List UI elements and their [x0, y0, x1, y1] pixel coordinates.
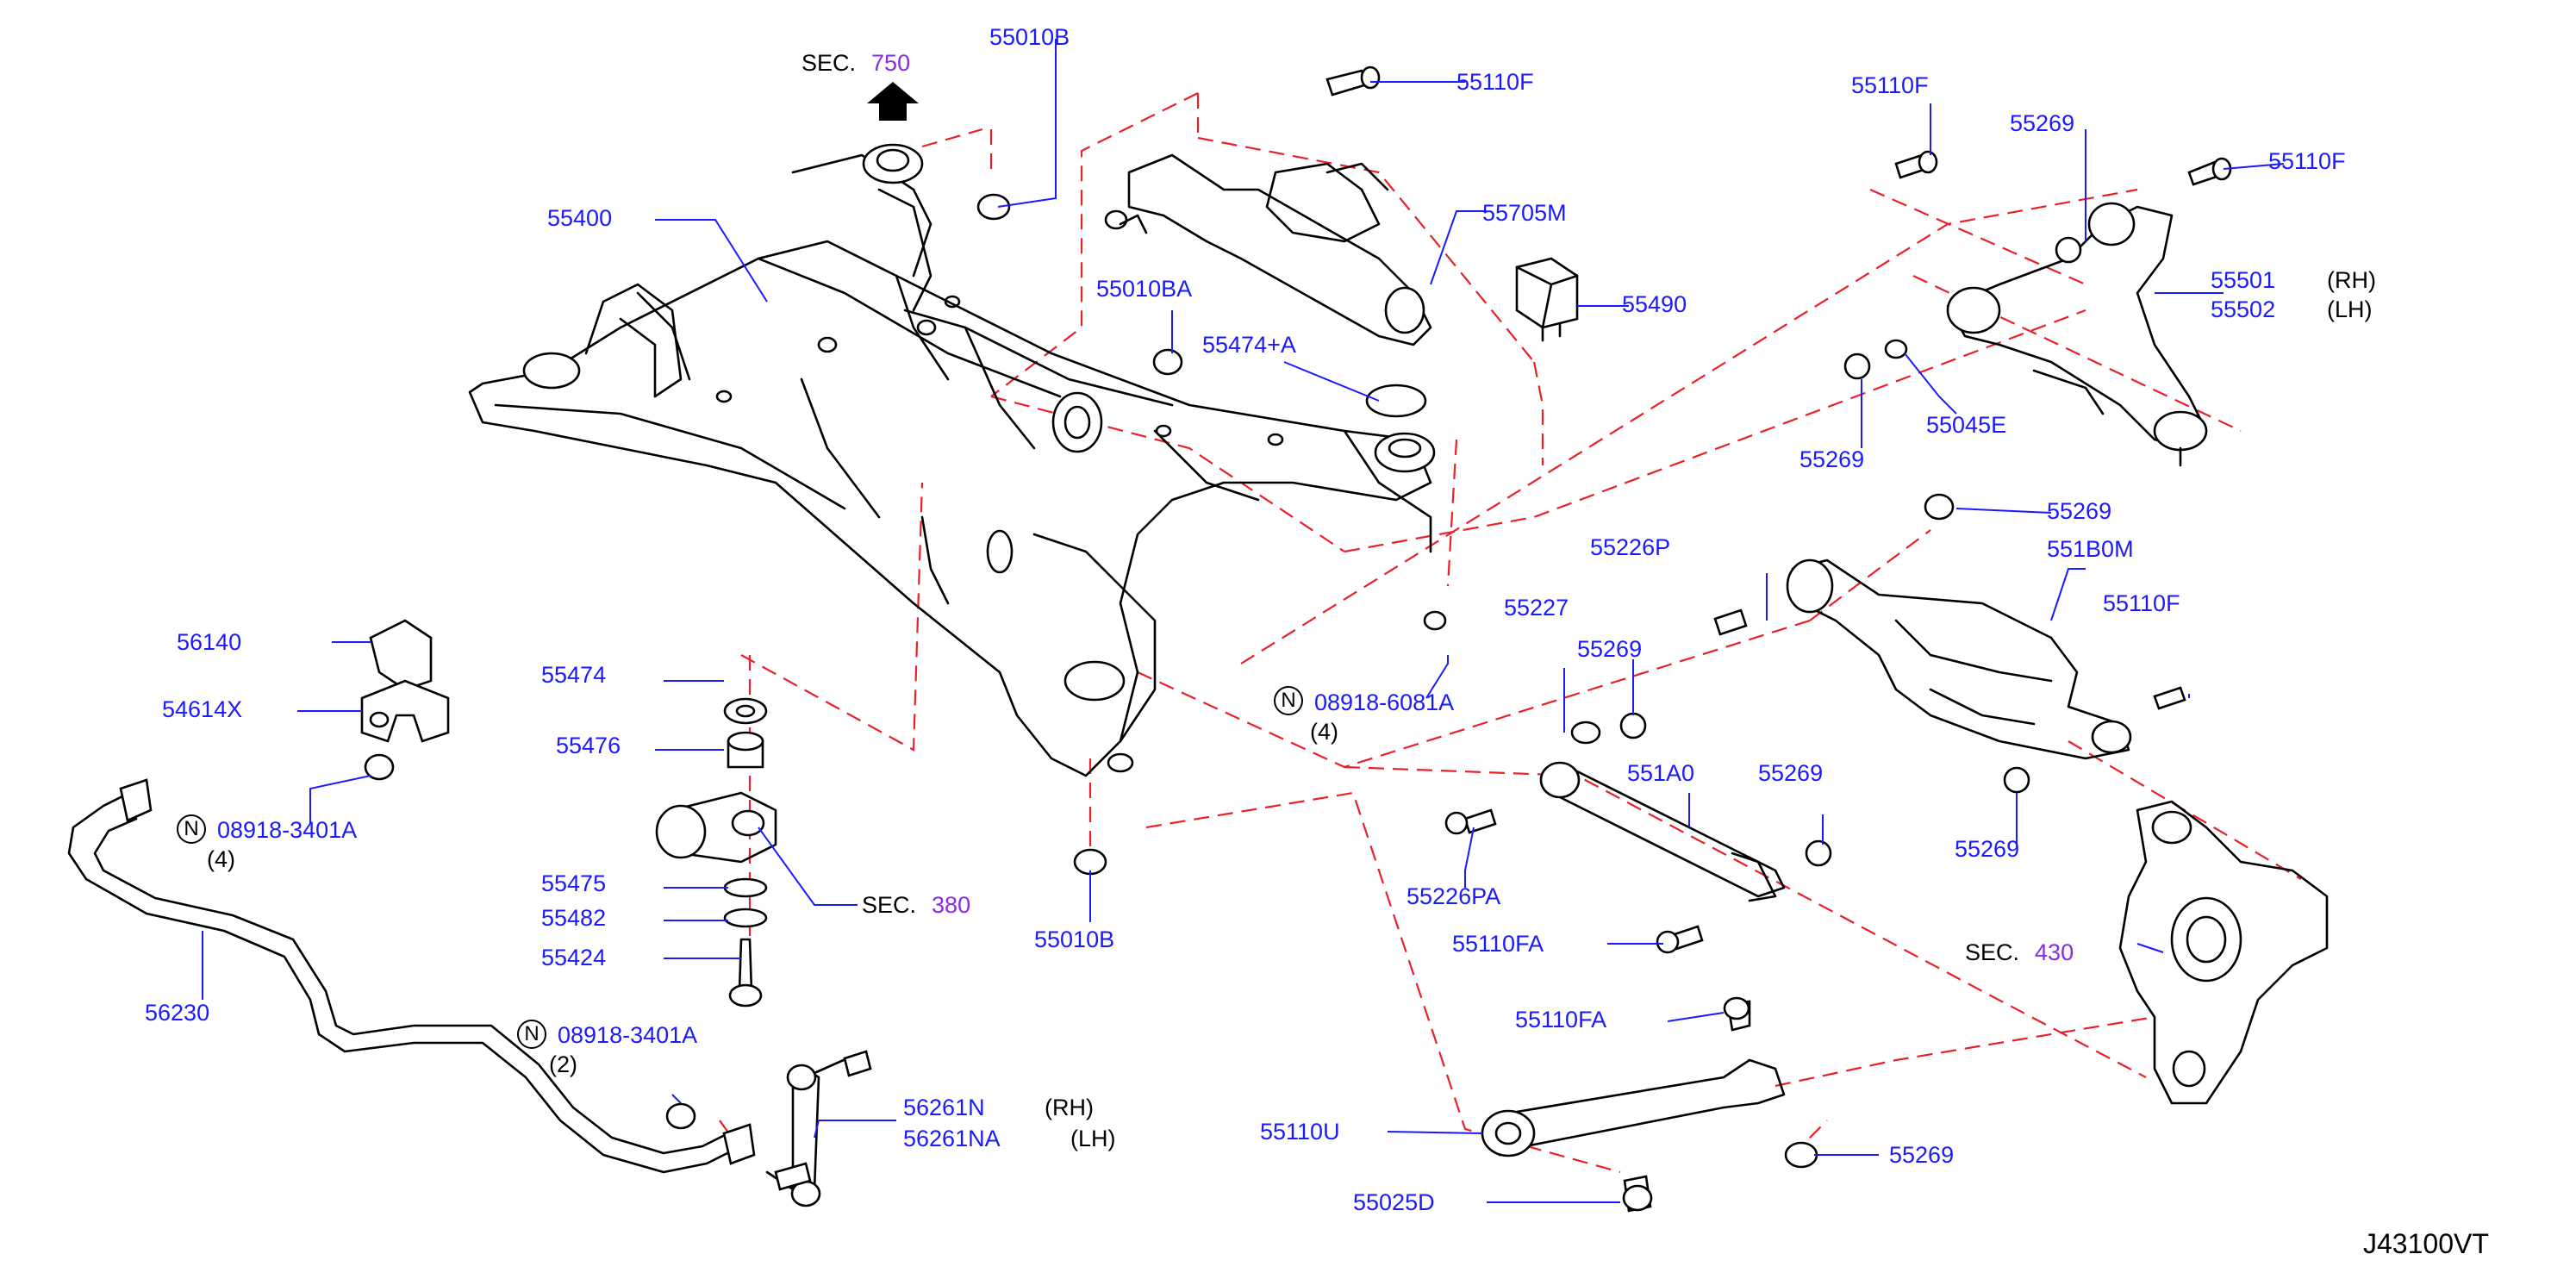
part-label-56261N[interactable]: 56261N	[903, 1095, 985, 1120]
upper-arm-55501	[1946, 202, 2208, 467]
bushing-clamp-54614X	[360, 619, 450, 743]
rh-note-56261N: (RH)	[1045, 1095, 1094, 1120]
part-label-55110F-lower[interactable]: 55110F	[2103, 590, 2180, 616]
part-label-56230[interactable]: 56230	[145, 1000, 210, 1026]
part-label-54614X[interactable]: 54614X	[162, 696, 243, 722]
part-label-55501[interactable]: 55501	[2211, 267, 2276, 293]
part-label-55227[interactable]: 55227	[1504, 595, 1569, 621]
part-label-551B0M[interactable]: 551B0M	[2047, 536, 2134, 562]
part-label-55482[interactable]: 55482	[541, 905, 607, 931]
stabilizer-link-56261N	[765, 1054, 855, 1207]
sec-number: 380	[932, 892, 971, 918]
part-label-55476[interactable]: 55476	[556, 733, 621, 758]
lower-arm-551B0M	[1786, 558, 2132, 760]
part-label-08918-6081A[interactable]: 08918-6081A	[1314, 689, 1455, 715]
part-label-55269-washer[interactable]: 55269	[1799, 446, 1865, 472]
part-label-55705M[interactable]: 55705M	[1482, 200, 1567, 226]
part-label-55010B-top[interactable]: 55010B	[989, 24, 1070, 50]
part-label-55269-knuckle[interactable]: 55269	[1955, 836, 2020, 862]
part-label-55010B-bottom[interactable]: 55010B	[1034, 926, 1115, 952]
lh-note-55502: (LH)	[2327, 296, 2373, 322]
part-label-55269-nut[interactable]: 55269	[2047, 498, 2112, 524]
qty-note-3401A-clamp: (4)	[207, 846, 235, 872]
drawing-reference: J43100VT	[2363, 1228, 2489, 1259]
part-label-55110F-upper[interactable]: 55110F	[1851, 72, 1929, 98]
part-label-55475[interactable]: 55475	[541, 870, 607, 896]
part-label-55269-bottom[interactable]: 55269	[1889, 1142, 1955, 1168]
lh-note-56261NA: (LH)	[1070, 1126, 1116, 1151]
part-label-55110F-bolt[interactable]: 55110F	[1456, 69, 1534, 95]
nut-symbol-badge: N	[177, 814, 206, 844]
part-label-55226PA[interactable]: 55226PA	[1407, 883, 1501, 909]
nut-symbol-badge: N	[1274, 686, 1303, 715]
sec-750-label[interactable]: SEC. 750	[801, 50, 910, 76]
qty-note-3401A-link: (2)	[549, 1051, 577, 1077]
part-label-55110FA-upper[interactable]: 55110FA	[1452, 931, 1544, 957]
qty-note-6081A: (4)	[1310, 719, 1338, 745]
leader-lines	[202, 39, 2285, 1203]
sec-prefix: SEC.	[862, 892, 917, 918]
part-label-55269-upper[interactable]: 55269	[2010, 110, 2075, 136]
suspension-member	[468, 143, 1436, 777]
part-label-55490[interactable]: 55490	[1622, 291, 1687, 317]
shock-bushing-stack	[655, 697, 777, 1008]
part-label-55110FA-lower[interactable]: 55110FA	[1515, 1007, 1607, 1033]
part-label-55400[interactable]: 55400	[547, 205, 613, 231]
part-label-55025D[interactable]: 55025D	[1353, 1189, 1435, 1215]
sec-prefix: SEC.	[801, 50, 857, 76]
sec-750-arrow	[867, 82, 919, 121]
link-55110U	[1481, 1058, 1786, 1157]
part-label-56140[interactable]: 56140	[177, 629, 242, 655]
part-label-55045E[interactable]: 55045E	[1926, 412, 2007, 438]
sec-number: 750	[871, 50, 911, 76]
sec-380-label[interactable]: SEC. 380	[862, 892, 970, 918]
sec-430-label[interactable]: SEC. 430	[1965, 939, 2074, 965]
part-label-08918-3401A-link[interactable]: 08918-3401A	[558, 1022, 698, 1048]
part-label-56261NA[interactable]: 56261NA	[903, 1126, 1001, 1151]
part-label-55474A[interactable]: 55474+A	[1202, 332, 1296, 358]
part-label-08918-3401A-clamp[interactable]: 08918-3401A	[217, 817, 358, 843]
part-label-551A0[interactable]: 551A0	[1627, 760, 1695, 786]
part-label-55474[interactable]: 55474	[541, 662, 607, 688]
part-label-55269-mid[interactable]: 55269	[1577, 636, 1643, 662]
part-label-55226P[interactable]: 55226P	[1590, 534, 1671, 560]
sec-prefix: SEC.	[1965, 939, 2020, 965]
link-551A0	[1539, 761, 1786, 902]
part-label-55269-link[interactable]: 55269	[1758, 760, 1824, 786]
part-label-55424[interactable]: 55424	[541, 945, 607, 970]
part-label-55110U[interactable]: 55110U	[1260, 1119, 1340, 1145]
assembly-lines	[719, 92, 2302, 1174]
part-label-55010BA[interactable]: 55010BA	[1096, 276, 1193, 302]
part-label-55110F-right[interactable]: 55110F	[2268, 148, 2346, 174]
rh-note-55501: (RH)	[2327, 267, 2376, 293]
knuckle-sec-430	[2118, 800, 2329, 1105]
stabilizer-bar-56230	[67, 778, 756, 1174]
fasteners	[364, 66, 2232, 1213]
part-label-55502[interactable]: 55502	[2211, 296, 2276, 322]
relay-55490	[1515, 257, 1579, 342]
actuator-55705M	[1104, 153, 1432, 346]
nut-symbol-badge: N	[517, 1020, 546, 1049]
sec-number: 430	[2035, 939, 2074, 965]
